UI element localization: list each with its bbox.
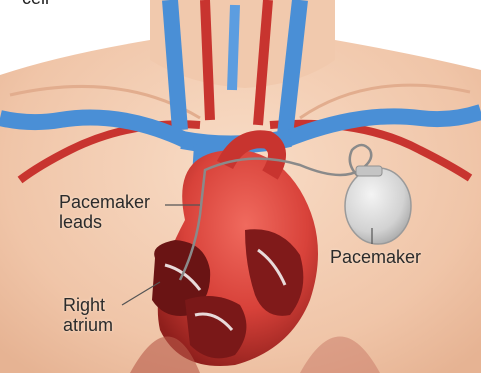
jugular-vein-left (170, 0, 180, 130)
label-right-atrium: Right atrium (63, 295, 113, 335)
vein-branch-top (232, 5, 235, 90)
pacemaker-header (356, 166, 382, 176)
pacemaker-device (345, 168, 411, 244)
label-pacemaker-leads-line2: leads (59, 212, 150, 232)
carotid-artery-left (205, 0, 210, 120)
label-pacemaker-leads: Pacemaker leads (59, 192, 150, 232)
label-pacemaker: Pacemaker (330, 247, 421, 267)
label-right-atrium-line2: atrium (63, 315, 113, 335)
label-pacemaker-leads-line1: Pacemaker (59, 192, 150, 212)
top-caption-fragment: cell (22, 0, 49, 9)
label-right-atrium-line1: Right (63, 295, 113, 315)
